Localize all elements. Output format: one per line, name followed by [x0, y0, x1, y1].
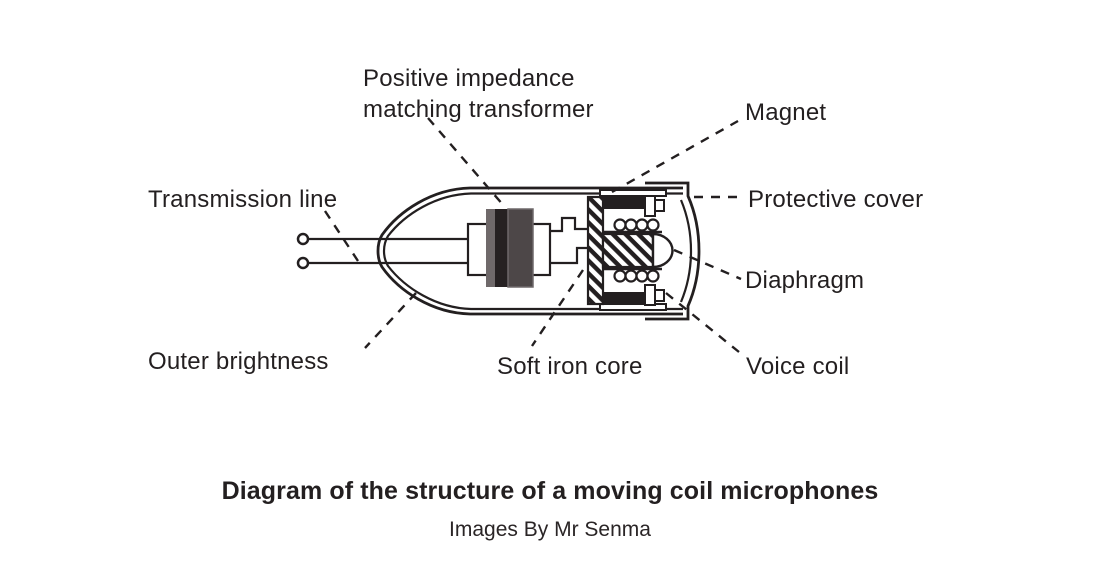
magnet-bottom — [604, 292, 645, 305]
label-magnet: Magnet — [745, 99, 827, 126]
leader-voice-coil — [665, 292, 740, 353]
leader-soft-iron-core — [531, 269, 584, 347]
label-protective-cover: Protective cover — [748, 186, 924, 213]
leader-lines — [323, 117, 744, 353]
transformer-output-wire-top — [550, 216, 588, 233]
center-pole — [601, 232, 655, 269]
transmission-line-wires — [296, 232, 468, 270]
voice-coil-windings — [604, 218, 662, 283]
label-impedance-transformer-line1: Positive impedance — [363, 65, 575, 92]
label-impedance-transformer-line2: matching transformer — [363, 96, 594, 123]
leader-outer-brightness — [364, 292, 417, 349]
terminal-top — [296, 232, 310, 246]
magnet-top — [604, 196, 645, 209]
protective-cover-shape — [645, 181, 701, 321]
leader-transformer — [427, 117, 505, 207]
label-impedance-transformer: Positive impedance matching transformer — [363, 63, 594, 125]
impedance-transformer — [466, 208, 588, 288]
transformer-output-wire-bottom — [550, 246, 588, 265]
leader-transmission-line — [323, 210, 360, 262]
leader-magnet — [611, 119, 739, 194]
leader-diaphragm — [673, 248, 742, 281]
label-outer-brightness: Outer brightness — [148, 348, 329, 375]
transformer-winding-block — [507, 208, 534, 288]
label-voice-coil: Voice coil — [746, 353, 850, 380]
label-transmission-line: Transmission line — [148, 186, 338, 213]
transformer-core — [495, 209, 508, 287]
figure-title: Diagram of the structure of a moving coi… — [221, 477, 879, 505]
label-diaphragm: Diaphragm — [745, 267, 865, 294]
diaphragm-dome — [651, 232, 674, 269]
pole-piece-steps — [644, 195, 665, 306]
figure-subtitle: Images By Mr Senma — [449, 518, 651, 541]
magnet-assembly — [586, 189, 674, 311]
label-soft-iron-core: Soft iron core — [497, 353, 643, 380]
frame-plate-top — [599, 189, 667, 197]
soft-iron-core-yoke — [586, 195, 605, 306]
transformer-left-lamination — [486, 209, 495, 287]
terminal-bottom — [296, 256, 310, 270]
